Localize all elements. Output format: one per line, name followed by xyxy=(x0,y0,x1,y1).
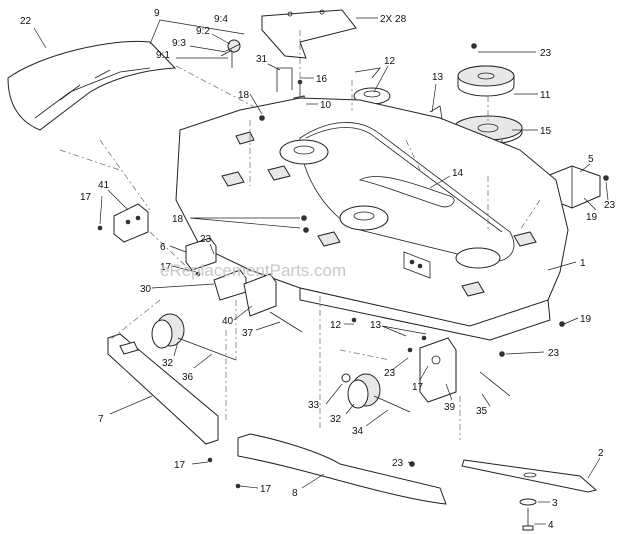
callout-6: 6 xyxy=(160,242,166,253)
callout-7: 7 xyxy=(98,414,104,425)
watermark-text: eReplacementParts.com xyxy=(160,261,346,280)
callout-1: 1 xyxy=(580,258,586,269)
bolt-part-4[interactable] xyxy=(522,508,534,531)
callout-2x28: 2X 28 xyxy=(380,14,407,25)
spindle-pulley-part-11[interactable] xyxy=(457,65,515,97)
callout-9-1: 9:1 xyxy=(156,50,170,61)
bracket-part-40[interactable] xyxy=(243,273,277,317)
callout-18: 18 xyxy=(238,90,250,101)
callout-33: 33 xyxy=(308,400,320,411)
callout-11: 11 xyxy=(540,90,551,101)
alignment-lines xyxy=(59,30,541,440)
callout-32: 32 xyxy=(330,414,342,425)
roller-part-32-right[interactable] xyxy=(341,373,411,413)
callout-23: 23 xyxy=(384,368,396,379)
callout-3: 3 xyxy=(552,498,558,509)
callout-39: 39 xyxy=(444,402,456,413)
callout-15: 15 xyxy=(540,126,552,137)
callout-8: 8 xyxy=(292,488,298,499)
knob-assembly-part-9[interactable] xyxy=(220,39,241,68)
callout-10: 10 xyxy=(320,100,332,111)
washer-part-3[interactable] xyxy=(519,498,537,506)
hardware-nuts-and-bolts xyxy=(97,43,609,489)
callout-22: 22 xyxy=(20,16,32,27)
callout-19: 19 xyxy=(580,314,592,325)
callout-40: 40 xyxy=(222,316,234,327)
callout-41: 41 xyxy=(98,180,110,191)
callout-17: 17 xyxy=(260,484,272,495)
belt-shield-part-28[interactable] xyxy=(261,9,357,59)
callout-5: 5 xyxy=(588,154,594,165)
baffle-part-8[interactable] xyxy=(237,433,447,505)
blade-part-2[interactable] xyxy=(461,459,598,493)
baffle-part-7[interactable] xyxy=(107,333,219,445)
callout-23: 23 xyxy=(548,348,560,359)
bracket-shim-left[interactable] xyxy=(119,341,139,355)
callout-9-2: 9:2 xyxy=(196,26,210,37)
callout-12: 12 xyxy=(384,56,396,67)
callout-2: 2 xyxy=(598,448,604,459)
bracket-part-41[interactable] xyxy=(113,203,149,243)
callout-9-4: 9:4 xyxy=(214,14,228,25)
callout-17: 17 xyxy=(80,192,92,203)
rod-part-37[interactable] xyxy=(269,311,303,333)
callout-31: 31 xyxy=(256,54,268,65)
callout-labels: 22 9 9:4 9:2 9:3 9:1 2X 28 23 31 16 10 1… xyxy=(20,8,616,531)
callout-23: 23 xyxy=(392,458,404,469)
callout-18: 18 xyxy=(172,214,184,225)
callout-19: 19 xyxy=(586,212,598,223)
roller-part-32-left[interactable] xyxy=(151,313,237,361)
callout-leaders xyxy=(33,17,609,525)
callout-37: 37 xyxy=(242,328,254,339)
callout-23: 23 xyxy=(540,48,552,59)
callout-32: 32 xyxy=(162,358,174,369)
callout-13: 13 xyxy=(432,72,444,83)
callout-36: 36 xyxy=(182,372,194,383)
callout-35: 35 xyxy=(476,406,488,417)
callout-14: 14 xyxy=(452,168,464,179)
callout-9: 9 xyxy=(154,8,160,19)
callout-17: 17 xyxy=(412,382,424,393)
callout-12: 12 xyxy=(330,320,342,331)
callout-23: 23 xyxy=(200,234,212,245)
callout-17: 17 xyxy=(174,460,186,471)
bracket-part-6[interactable] xyxy=(185,237,217,271)
bracket-part-31[interactable] xyxy=(276,67,293,92)
callout-4: 4 xyxy=(548,520,554,531)
callout-16: 16 xyxy=(316,74,328,85)
rod-part-35[interactable] xyxy=(479,371,511,397)
callout-23: 23 xyxy=(604,200,616,211)
callout-17: 17 xyxy=(160,262,172,273)
callout-9-3: 9:3 xyxy=(172,38,186,49)
callout-34: 34 xyxy=(352,426,364,437)
mower-deck-part-1[interactable] xyxy=(175,97,569,341)
callout-30: 30 xyxy=(140,284,152,295)
callout-13: 13 xyxy=(370,320,382,331)
belt-cover-part-22[interactable] xyxy=(7,40,177,131)
